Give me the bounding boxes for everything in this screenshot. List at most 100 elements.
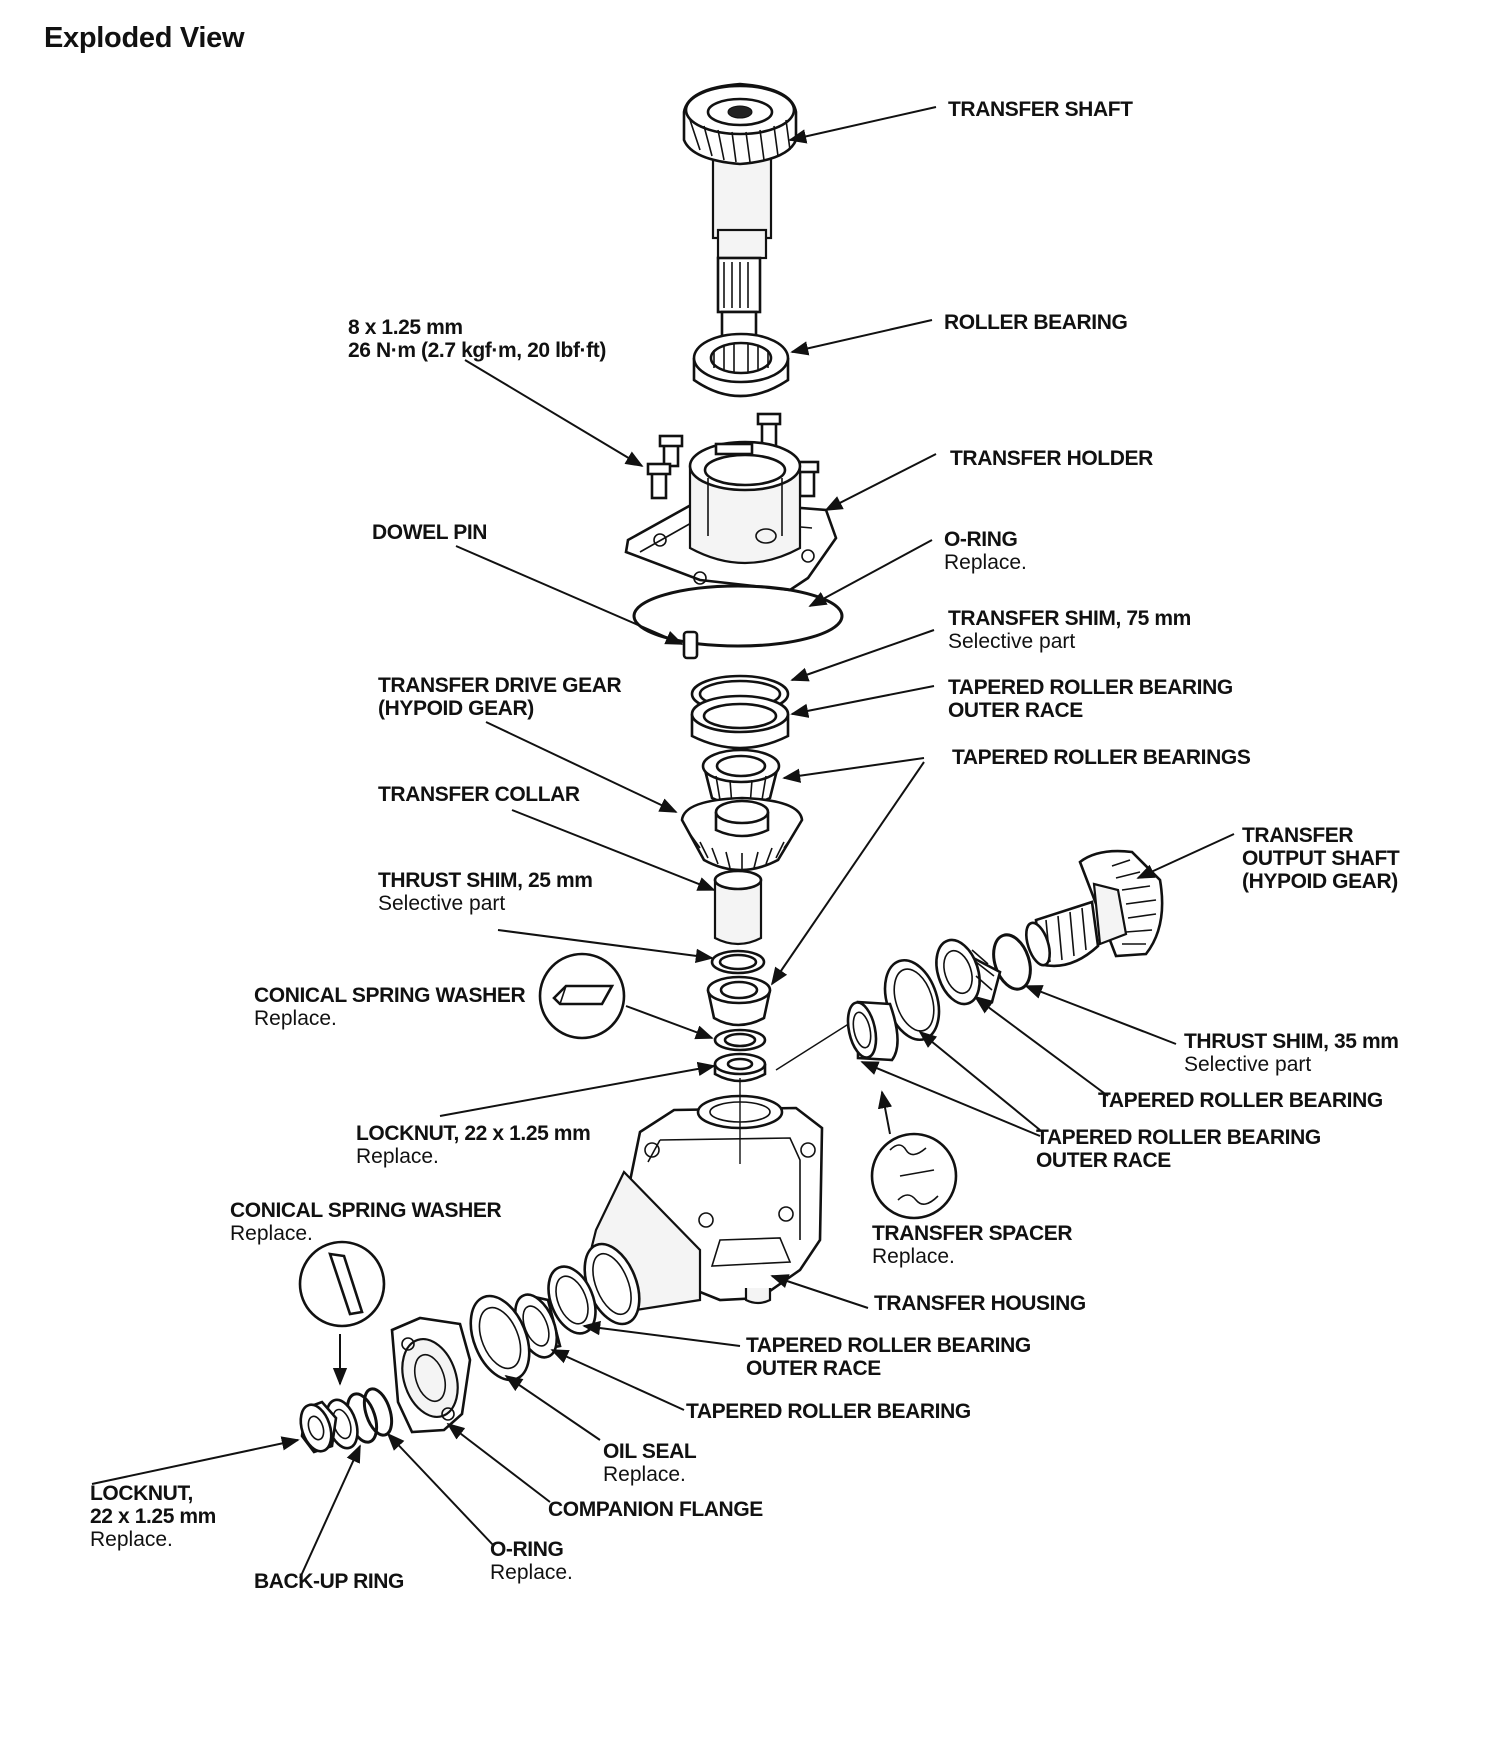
label-name: TAPERED ROLLER BEARING	[1098, 1089, 1383, 1112]
transfer-spacer-part	[846, 1000, 899, 1062]
label-transfer-shaft: TRANSFER SHAFT	[948, 98, 1133, 121]
label-line2: (HYPOID GEAR)	[378, 697, 534, 720]
label-line2: OUTPUT SHAFT	[1242, 847, 1400, 870]
label-dowel-pin: DOWEL PIN	[372, 521, 487, 544]
label-name: ROLLER BEARING	[944, 311, 1128, 334]
label-line1: TAPERED ROLLER BEARING	[1036, 1126, 1321, 1149]
label-line1: 8 x 1.25 mm	[348, 316, 463, 339]
tapered-roller-bearing-right-part	[935, 938, 1002, 1006]
label-name: TAPERED ROLLER BEARING	[686, 1400, 971, 1423]
label-note: Replace.	[356, 1145, 439, 1168]
page-title: Exploded View	[44, 22, 245, 54]
washer-detail-circle-lower	[298, 1240, 386, 1328]
locknut-upper-part	[713, 1052, 767, 1083]
tapered-outer-race-lower-part	[547, 1265, 597, 1335]
label-transfer-output-shaft: TRANSFER OUTPUT SHAFT (HYPOID GEAR)	[1242, 824, 1400, 893]
label-tapered-outer-race-upper: TAPERED ROLLER BEARING OUTER RACE	[948, 676, 1233, 722]
label-transfer-spacer: TRANSFER SPACER Replace.	[872, 1222, 1073, 1268]
o-ring-upper-part	[632, 584, 844, 648]
label-name: O-RING	[490, 1538, 564, 1561]
label-transfer-collar: TRANSFER COLLAR	[378, 783, 580, 806]
label-line3: (HYPOID GEAR)	[1242, 870, 1398, 893]
label-name: TRANSFER COLLAR	[378, 783, 580, 806]
washer-detail-circle-upper	[538, 952, 626, 1040]
label-tapered-outer-race-lower: TAPERED ROLLER BEARING OUTER RACE	[746, 1334, 1031, 1380]
tapered-roller-bearing-mid-part	[706, 975, 772, 1027]
locknut-lower-part	[299, 1400, 338, 1454]
label-name: TRANSFER SHAFT	[948, 98, 1133, 121]
companion-flange-part	[390, 1316, 472, 1434]
label-name: O-RING	[944, 528, 1018, 551]
label-note: Replace.	[944, 551, 1027, 574]
label-roller-bearing: ROLLER BEARING	[944, 311, 1128, 334]
transfer-housing-part	[583, 1094, 824, 1326]
label-name: OIL SEAL	[603, 1440, 697, 1463]
transfer-holder-part	[624, 440, 838, 592]
label-bolt-spec: 8 x 1.25 mm 26 N·m (2.7 kgf·m, 20 lbf·ft…	[348, 316, 606, 362]
label-note: Replace.	[603, 1463, 686, 1486]
conical-washer-upper-part	[713, 1028, 767, 1052]
label-line2: 22 x 1.25 mm	[90, 1505, 216, 1528]
label-tapered-roller-bearing-lower: TAPERED ROLLER BEARING	[686, 1400, 971, 1423]
label-name: LOCKNUT, 22 x 1.25 mm	[356, 1122, 591, 1145]
label-name: THRUST SHIM, 25 mm	[378, 869, 593, 892]
horizontal-centerline	[775, 1017, 859, 1071]
label-line1: TAPERED ROLLER BEARING	[948, 676, 1233, 699]
label-transfer-housing: TRANSFER HOUSING	[874, 1292, 1086, 1315]
transfer-collar-part	[713, 869, 763, 946]
label-tapered-outer-race-right: TAPERED ROLLER BEARING OUTER RACE	[1036, 1126, 1321, 1172]
transfer-output-shaft-part	[1025, 849, 1164, 968]
label-note: Replace.	[872, 1245, 955, 1268]
label-o-ring-upper: O-RING Replace.	[944, 528, 1027, 574]
label-back-up-ring: BACK-UP RING	[254, 1570, 404, 1593]
label-note: Selective part	[948, 630, 1076, 653]
label-conical-washer-upper: CONICAL SPRING WASHER Replace.	[254, 984, 526, 1030]
label-tapered-roller-bearing-right: TAPERED ROLLER BEARING	[1098, 1089, 1383, 1112]
label-name: BACK-UP RING	[254, 1570, 404, 1593]
label-note: Replace.	[254, 1007, 337, 1030]
label-thrust-shim-35: THRUST SHIM, 35 mm Selective part	[1184, 1030, 1399, 1076]
label-name: TRANSFER HOLDER	[950, 447, 1153, 470]
label-oil-seal: OIL SEAL Replace.	[603, 1440, 697, 1486]
label-line1: TAPERED ROLLER BEARING	[746, 1334, 1031, 1357]
label-transfer-holder: TRANSFER HOLDER	[950, 447, 1153, 470]
label-name: TRANSFER SHIM, 75 mm	[948, 607, 1191, 630]
tapered-roller-bearing-upper-part	[701, 748, 781, 807]
label-name: TAPERED ROLLER BEARINGS	[952, 746, 1251, 769]
label-name: TRANSFER SPACER	[872, 1222, 1073, 1245]
label-name: THRUST SHIM, 35 mm	[1184, 1030, 1399, 1053]
transfer-drive-gear-part	[680, 796, 804, 872]
label-line2: OUTER RACE	[1036, 1149, 1171, 1172]
label-note: Replace.	[230, 1222, 313, 1245]
label-companion-flange: COMPANION FLANGE	[548, 1498, 763, 1521]
label-transfer-shim-75: TRANSFER SHIM, 75 mm Selective part	[948, 607, 1191, 653]
leader-lines	[91, 106, 1235, 1579]
label-note: Replace.	[90, 1528, 173, 1551]
label-name: TRANSFER HOUSING	[874, 1292, 1086, 1315]
label-note: Selective part	[378, 892, 506, 915]
label-conical-washer-lower: CONICAL SPRING WASHER Replace.	[230, 1199, 502, 1245]
label-line2: OUTER RACE	[948, 699, 1083, 722]
label-line1: TRANSFER	[1242, 824, 1354, 847]
label-note: Replace.	[490, 1561, 573, 1584]
label-name: CONICAL SPRING WASHER	[254, 984, 526, 1007]
o-ring-lower-part	[362, 1387, 394, 1437]
dowel-pin-part	[682, 630, 699, 660]
label-name: CONICAL SPRING WASHER	[230, 1199, 502, 1222]
roller-bearing-part	[692, 332, 790, 398]
label-thrust-shim-25: THRUST SHIM, 25 mm Selective part	[378, 869, 593, 915]
label-o-ring-lower: O-RING Replace.	[490, 1538, 573, 1584]
label-locknut-upper: LOCKNUT, 22 x 1.25 mm Replace.	[356, 1122, 591, 1168]
thrust-shim-25-part	[710, 949, 766, 975]
label-note: Selective part	[1184, 1053, 1312, 1076]
label-transfer-drive-gear: TRANSFER DRIVE GEAR (HYPOID GEAR)	[378, 674, 622, 720]
spacer-detail-circle	[870, 1132, 958, 1220]
label-line2: OUTER RACE	[746, 1357, 881, 1380]
label-line1: TRANSFER DRIVE GEAR	[378, 674, 622, 697]
tapered-outer-race-upper-part	[690, 694, 790, 750]
label-name: DOWEL PIN	[372, 521, 488, 544]
label-locknut-lower: LOCKNUT, 22 x 1.25 mm Replace.	[90, 1482, 216, 1551]
label-name: COMPANION FLANGE	[548, 1498, 763, 1521]
